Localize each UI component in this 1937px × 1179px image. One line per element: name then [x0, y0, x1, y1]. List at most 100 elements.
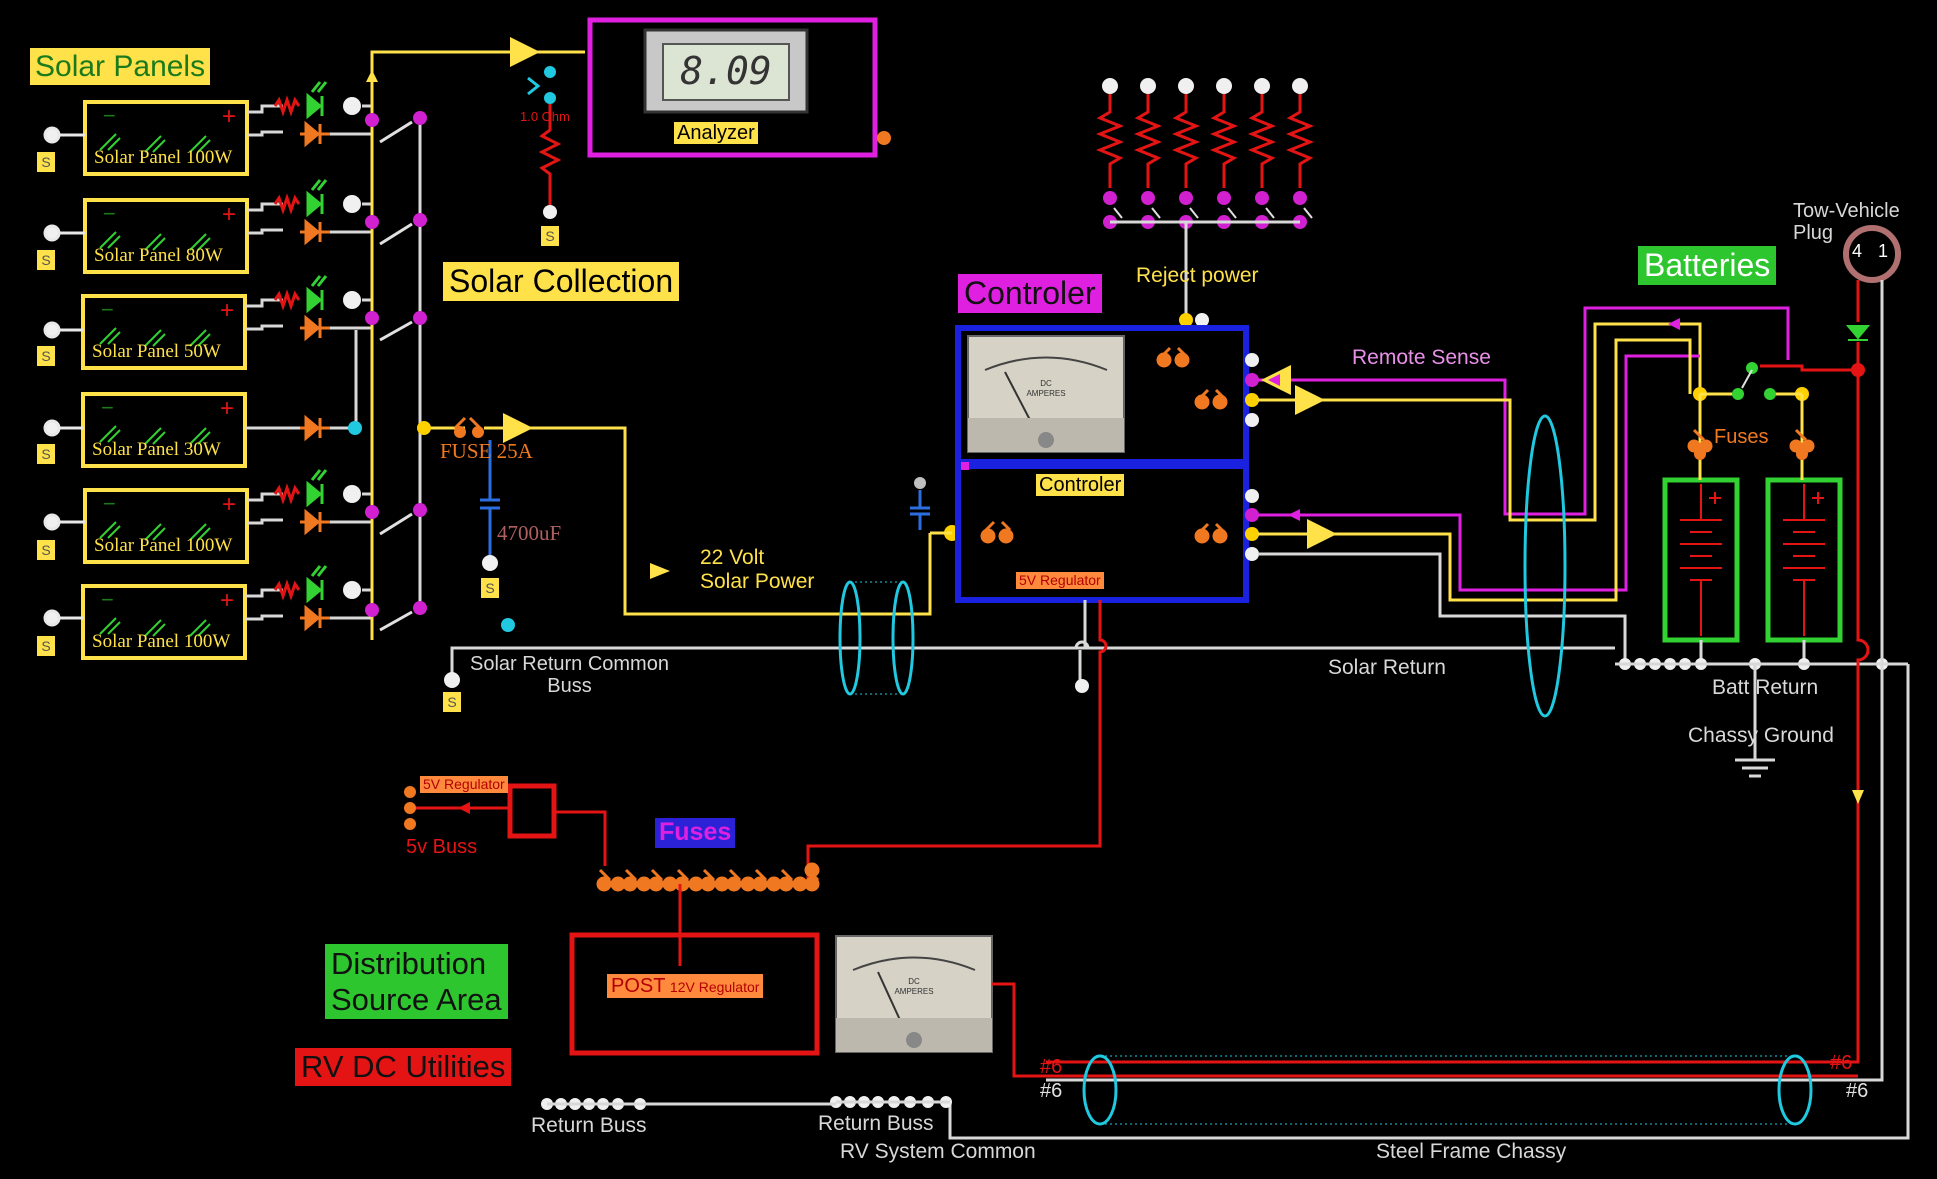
return-buss-right-label: Return Buss	[818, 1112, 934, 1135]
s-badge-return: S	[443, 692, 461, 712]
controller-group: DC AMPERES	[806, 325, 1259, 880]
distribution-title: Distribution Source Area	[325, 944, 508, 1020]
s-badge-3: S	[37, 346, 55, 366]
s-badge-4: S	[37, 444, 55, 464]
resistor-label: 1.0 Ohm	[520, 109, 570, 124]
controler-title: Controler	[958, 274, 1102, 314]
panel-label-6: Solar Panel 100W	[92, 631, 231, 652]
s-badge-capacitor: S	[481, 578, 499, 598]
test-point-cyan	[348, 421, 362, 435]
panel-5-plus: +	[222, 491, 237, 518]
gauge-label-1: #6	[1040, 1056, 1063, 1078]
controler-box-label: Controler	[1036, 474, 1125, 496]
battery-bank	[1615, 362, 1888, 778]
panel-4-minus: −	[101, 395, 114, 420]
capacitor-label: 4700uF	[497, 521, 562, 545]
collection-bus	[365, 37, 585, 640]
solar-return-label: Solar Return	[1328, 656, 1446, 679]
regulator-5v-left-label: 5V Regulator	[420, 776, 508, 794]
reject-power-bank	[1095, 78, 1315, 327]
panel-label-2: Solar Panel 80W	[94, 245, 223, 266]
regulator-5v-box[interactable]	[507, 783, 557, 839]
gauge-label-2: #6	[1040, 1080, 1063, 1102]
distribution-area: DC AMPERES	[404, 783, 1858, 1126]
s-badge-5: S	[37, 540, 55, 560]
panel-label-4: Solar Panel 30W	[92, 439, 221, 460]
solar-panel-4[interactable]	[81, 392, 247, 468]
svg-text:DC: DC	[908, 977, 920, 986]
rv-dc-title: RV DC Utilities	[295, 1048, 512, 1087]
amp-meter-lower: DC AMPERES	[835, 935, 993, 1053]
buss-5v-label: 5v Buss	[406, 836, 478, 858]
solar-power-label: 22 Volt Solar Power	[700, 546, 814, 594]
gauge-label-3: #6	[1830, 1052, 1853, 1074]
distribution-line-2: Source Area	[331, 981, 502, 1017]
svg-text:DC: DC	[1040, 379, 1052, 388]
plug-pin-4: 4	[1852, 241, 1863, 261]
panel-1-minus: −	[103, 103, 116, 128]
batteries-title: Batteries	[1638, 246, 1777, 286]
s-badge-6: S	[37, 636, 55, 656]
solar-collection-title: Solar Collection	[443, 262, 680, 302]
panel-6-plus: +	[220, 587, 235, 614]
solar-panel-1[interactable]	[83, 100, 249, 176]
solar-power-line-2: Solar Power	[700, 570, 815, 594]
gauge-label-4: #6	[1846, 1080, 1869, 1102]
panel-label-1: Solar Panel 100W	[94, 147, 233, 168]
plug-pin-1: 1	[1878, 241, 1889, 261]
panel-1-plus: +	[222, 103, 237, 130]
panel-6-minus: −	[101, 587, 114, 612]
reject-power-label: Reject power	[1136, 264, 1259, 287]
tow-vehicle-line-2: Plug	[1793, 222, 1834, 244]
fuse-strip[interactable]	[596, 862, 820, 892]
analyzer-reading: 8.09	[680, 49, 772, 93]
battery-wiring	[1258, 306, 1790, 718]
analyzer-box[interactable]	[587, 17, 878, 158]
steel-frame-label: Steel Frame Chassy	[1376, 1140, 1567, 1163]
panel-label-5: Solar Panel 100W	[94, 535, 233, 556]
controller-upper[interactable]	[955, 325, 1249, 465]
fuses-title: Fuses	[655, 818, 736, 848]
tow-vehicle-line-1: Tow-Vehicle	[1793, 200, 1900, 222]
return-common-label: Solar Return Common Buss	[470, 653, 669, 697]
s-badge-2: S	[37, 250, 55, 270]
solar-cell-glyphs	[99, 133, 211, 637]
batt-return-label: Batt Return	[1712, 676, 1819, 699]
solar-panel-5[interactable]	[83, 488, 249, 564]
panel-label-3: Solar Panel 50W	[92, 341, 221, 362]
analyzer-group: 8.09	[525, 17, 891, 219]
rv-system-common-label: RV System Common	[840, 1140, 1036, 1163]
fuse-label: FUSE 25A	[440, 439, 533, 463]
solar-panel-array	[43, 81, 374, 660]
post-text: POST	[611, 975, 666, 997]
panel-4-plus: +	[220, 395, 235, 422]
solar-panel-3[interactable]	[81, 294, 247, 370]
regulator-12v-text: 12V Regulator	[669, 979, 760, 995]
chassy-ground-label: Chassy Ground	[1688, 724, 1834, 747]
return-common-line-1: Solar Return Common	[470, 653, 669, 675]
svg-text:AMPERES: AMPERES	[1026, 389, 1065, 398]
remote-sense-label: Remote Sense	[1352, 346, 1491, 369]
solar-panel-2[interactable]	[83, 198, 249, 274]
return-common-line-2: Buss	[547, 675, 592, 697]
analyzer-label: Analyzer	[674, 122, 758, 144]
amp-meter-upper: DC AMPERES	[967, 335, 1125, 453]
solar-panel-6[interactable]	[81, 584, 247, 660]
distribution-line-1: Distribution	[331, 946, 487, 981]
panel-3-minus: −	[101, 297, 114, 322]
svg-text:AMPERES: AMPERES	[894, 987, 933, 996]
s-badge-analyzer: S	[541, 226, 559, 246]
post-label: POST 12V Regulator	[607, 974, 764, 998]
tow-vehicle-plug[interactable]	[948, 225, 1910, 1140]
panel-2-minus: −	[103, 201, 116, 226]
solar-panels-title: Solar Panels	[30, 48, 211, 85]
tow-vehicle-label: Tow-Vehicle Plug	[1793, 200, 1900, 244]
panel-2-plus: +	[222, 201, 237, 228]
post-regulator-box[interactable]	[569, 932, 820, 1056]
regulator-5v-label: 5V Regulator	[1016, 572, 1104, 590]
battery-fuses-label: Fuses	[1714, 426, 1769, 448]
panel-3-plus: +	[220, 297, 235, 324]
s-badge-1: S	[37, 152, 55, 172]
solar-power-line-1: 22 Volt	[700, 546, 765, 569]
